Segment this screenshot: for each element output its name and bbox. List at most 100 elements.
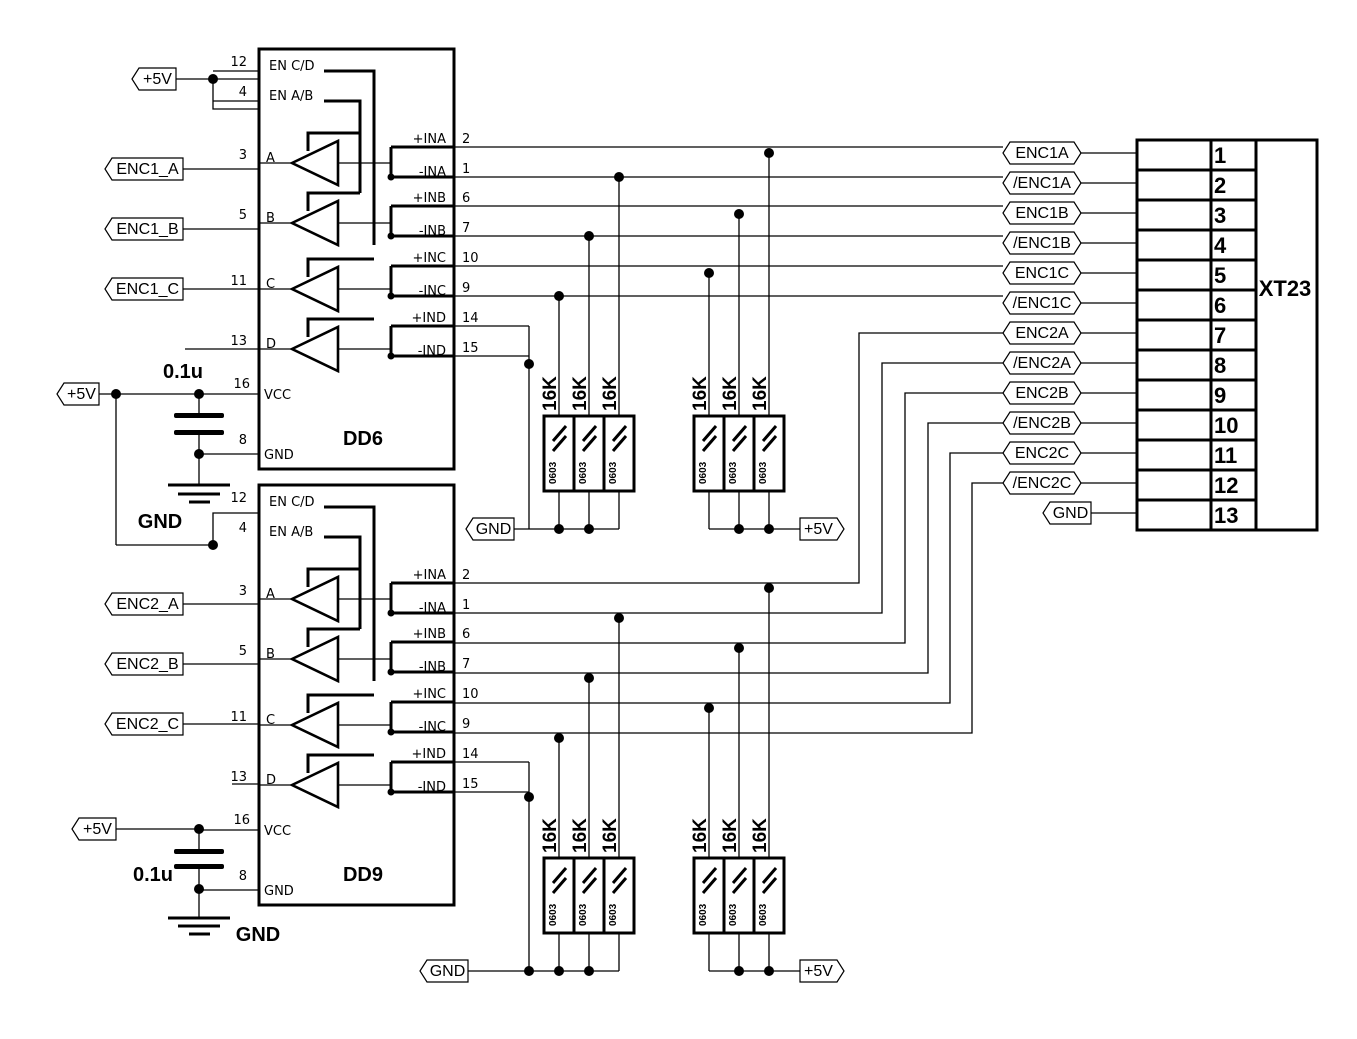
port-label: /ENC2B	[1013, 415, 1071, 432]
port-label: ENC2_B	[116, 656, 178, 673]
resistor-body	[572, 856, 606, 935]
junction-dot	[734, 209, 744, 219]
resistor-value: 16K	[570, 376, 591, 411]
junction-dot	[614, 613, 624, 623]
junction-dot	[387, 668, 395, 676]
port-outline	[799, 517, 845, 541]
enable-stub	[306, 753, 374, 773]
port-output: ENC2_A	[104, 592, 184, 616]
port-output: ENC2_B	[104, 652, 184, 676]
pin-name: -INC	[419, 284, 446, 299]
pin-name: -IND	[418, 780, 446, 795]
enable-stub	[306, 131, 360, 151]
pin-number: 7	[462, 657, 470, 672]
resistor-package: 0603	[608, 903, 619, 926]
resistor-slash	[731, 867, 748, 884]
pin-number: 10	[462, 687, 479, 702]
junction-dot	[194, 449, 204, 459]
connector-net-port: /ENC2C	[1002, 471, 1082, 495]
connector-body	[1135, 138, 1319, 532]
pin-number: 2	[462, 132, 470, 147]
pin-name: A	[266, 587, 275, 602]
resistor-slash	[611, 425, 628, 442]
resistor-slash	[701, 435, 718, 452]
pin-name: D	[266, 337, 276, 352]
resistor-value: 16K	[750, 818, 771, 853]
junction-dot	[584, 231, 594, 241]
port-vcc: +5V	[131, 67, 177, 91]
pin-name: GND	[264, 448, 294, 463]
junction-dot	[387, 173, 395, 181]
resistor-package: 0603	[608, 461, 619, 484]
enable-stub	[306, 191, 360, 211]
resistor-slash	[551, 425, 568, 442]
resistor-package: 0603	[728, 461, 739, 484]
resistor-slash	[761, 425, 778, 442]
pin-name: -INB	[419, 660, 446, 675]
pin-name: -IND	[418, 344, 446, 359]
connector-net-port: /ENC1C	[1002, 291, 1082, 315]
junction-dot	[764, 524, 774, 534]
pin-number: 1	[462, 162, 470, 177]
pin-number: 16	[233, 813, 250, 828]
pin-number: 2	[462, 568, 470, 583]
pin-name: +INA	[413, 132, 446, 147]
junction-dot	[734, 643, 744, 653]
resistor-slash	[761, 435, 778, 452]
resistor-value: 16K	[600, 376, 621, 411]
junction-dot	[524, 966, 534, 976]
pin-name: EN C/D	[269, 59, 315, 74]
pin-number: 11	[230, 274, 247, 289]
connector-net-port: ENC2B	[1002, 381, 1082, 405]
wire	[454, 452, 1003, 704]
port-label: ENC2_C	[116, 716, 179, 733]
resistor-slash	[731, 425, 748, 442]
port-label: ENC1A	[1015, 145, 1069, 162]
port-gnd: GND	[419, 959, 469, 983]
resistor-value: 16K	[750, 376, 771, 411]
junction-dot	[614, 172, 624, 182]
junction-dot	[194, 884, 204, 894]
wire	[454, 392, 1003, 644]
port-label: ENC2B	[1015, 385, 1068, 402]
resistor-slash	[731, 435, 748, 452]
resistor-package: 0603	[758, 903, 769, 926]
resistor-value: 16K	[720, 376, 741, 411]
pin-name: EN A/B	[269, 89, 313, 104]
junction-dot	[734, 524, 744, 534]
port-label: /ENC2C	[1013, 475, 1072, 492]
resistor-body	[722, 414, 756, 493]
junction-dot	[387, 292, 395, 300]
capacitor-plate	[174, 849, 224, 854]
pin-number: 4	[239, 85, 247, 100]
capacitor-plate	[174, 413, 224, 418]
pin-name: +IND	[412, 747, 446, 762]
resistor-package: 0603	[758, 461, 769, 484]
port-vcc: +5V	[799, 517, 845, 541]
junction-dot	[584, 524, 594, 534]
resistor-slash	[581, 867, 598, 884]
wire	[454, 362, 1003, 614]
junction-dot	[764, 583, 774, 593]
port-label: ENC1_C	[116, 281, 179, 298]
port-vcc: +5V	[56, 382, 100, 406]
pin-number: 4	[239, 521, 247, 536]
pin-name: VCC	[264, 824, 291, 839]
resistor-package: 0603	[728, 903, 739, 926]
enable-ab-line	[324, 535, 362, 629]
pin-name: +INC	[412, 687, 446, 702]
pin-name: -INC	[419, 720, 446, 735]
resistor-slash	[551, 435, 568, 452]
pin-number: 11	[230, 710, 247, 725]
port-label: ENC2C	[1015, 445, 1069, 462]
pin-name: B	[266, 211, 275, 226]
connector-net-port: /ENC1B	[1002, 231, 1082, 255]
pin-number: 15	[462, 341, 479, 356]
connector-pin-number: 1	[1214, 143, 1226, 168]
pin-name: -INA	[419, 165, 446, 180]
port-label: GND	[430, 963, 466, 980]
port-label: GND	[1053, 505, 1089, 522]
